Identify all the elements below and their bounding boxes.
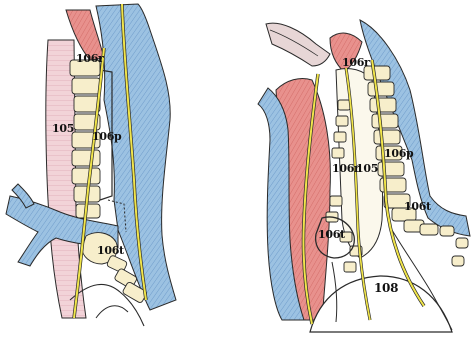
right-panel: 106r 106p 106r 105 106t 106t 108: [258, 20, 470, 332]
right-label-108: 108: [374, 281, 398, 295]
left-lower-outline-2: [96, 306, 128, 318]
left-label-106tb: 106t: [97, 244, 125, 257]
right-muscle-stump: [266, 23, 330, 66]
left-panel: 106r 105 106p 106t: [6, 4, 176, 326]
right-label-106rec-upper: 106r: [342, 56, 370, 69]
right-label-106pre: 106p: [384, 147, 414, 160]
left-label-106pre: 106p: [92, 130, 122, 143]
left-label-106rec-upper: 106r: [76, 52, 104, 65]
right-label-106tb-left: 106t: [318, 228, 346, 241]
right-label-106tb-right: 106t: [404, 200, 432, 213]
left-label-105: 105: [52, 122, 74, 135]
right-label-105: 105: [356, 162, 378, 175]
